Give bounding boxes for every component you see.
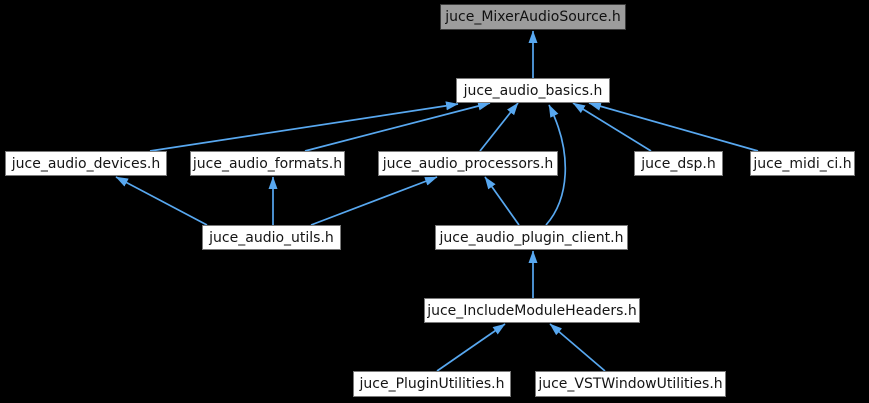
edge-devices-to-basics (149, 101, 459, 152)
node-juce-vstwindowutilities[interactable]: juce_VSTWindowUtilities.h (535, 371, 726, 397)
node-juce-audio-devices[interactable]: juce_audio_devices.h (5, 151, 167, 176)
node-juce-audio-utils[interactable]: juce_audio_utils.h (202, 225, 341, 250)
edge-plugin-client-to-basics (545, 104, 567, 226)
edge-plugin-utilities-to-include-headers (436, 323, 506, 372)
edge-processors-to-basics (479, 102, 519, 152)
node-juce-audio-plugin-client[interactable]: juce_audio_plugin_client.h (435, 225, 628, 250)
node-juce-mixeraudiosource: juce_MixerAudioSource.h (440, 4, 626, 30)
edge-utils-to-processors (310, 176, 438, 226)
node-juce-audio-processors[interactable]: juce_audio_processors.h (378, 151, 558, 176)
edge-midi-ci-to-basics (588, 101, 759, 152)
node-juce-pluginutilities[interactable]: juce_PluginUtilities.h (353, 371, 511, 397)
edge-utils-to-devices (115, 176, 208, 226)
node-juce-audio-formats[interactable]: juce_audio_formats.h (190, 151, 345, 176)
edge-plugin-client-to-processors (484, 176, 520, 226)
node-juce-dsp[interactable]: juce_dsp.h (634, 151, 723, 176)
edge-formats-to-basics (304, 101, 491, 152)
node-juce-audio-basics[interactable]: juce_audio_basics.h (456, 78, 610, 103)
node-juce-midi-ci[interactable]: juce_midi_ci.h (750, 151, 855, 176)
node-juce-includemoduleheaders[interactable]: juce_IncludeModuleHeaders.h (424, 298, 640, 323)
edge-dsp-to-basics (572, 102, 652, 152)
edge-vst-window-utilities-to-include-headers (549, 323, 606, 372)
